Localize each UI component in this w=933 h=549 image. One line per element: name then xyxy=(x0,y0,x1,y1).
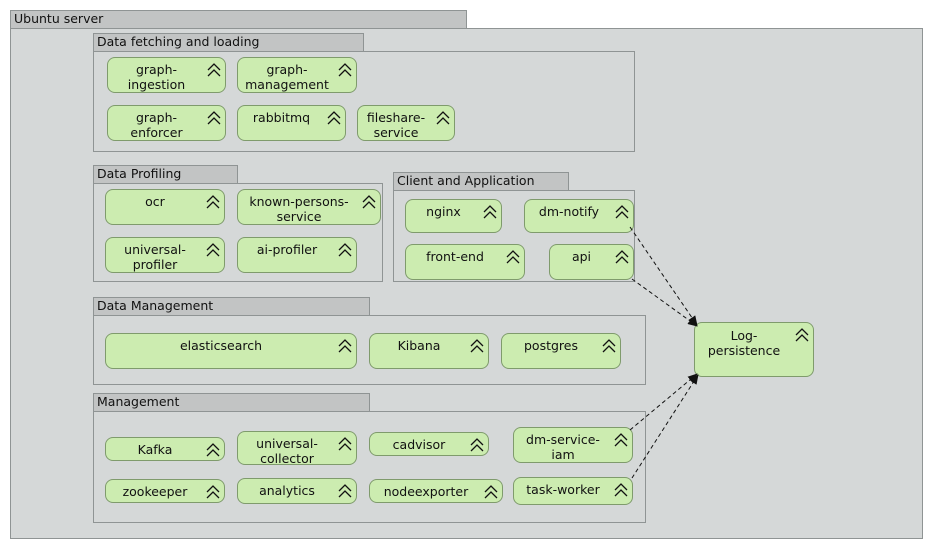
service-label: front-end xyxy=(426,249,484,264)
group-title-datamgmt: Data Management xyxy=(93,297,370,316)
service-icon xyxy=(338,339,352,353)
service-kibana[interactable]: Kibana xyxy=(369,333,489,369)
group-title-profiling: Data Profiling xyxy=(93,165,238,184)
service-icon xyxy=(470,438,484,452)
service-icon xyxy=(795,328,809,342)
group-title-management: Management xyxy=(93,393,370,412)
service-label: dm-service- iam xyxy=(526,432,600,462)
service-nginx[interactable]: nginx xyxy=(405,199,502,233)
service-label: api xyxy=(571,249,592,264)
service-label: postgres xyxy=(524,338,578,353)
service-label: dm-notify xyxy=(538,204,600,219)
service-label: universal- profiler xyxy=(124,242,186,272)
service-label: cadvisor xyxy=(392,437,446,452)
service-label: ocr xyxy=(145,194,165,209)
service-label: ai-profiler xyxy=(256,242,318,257)
service-icon xyxy=(614,483,628,497)
service-ocr[interactable]: ocr xyxy=(105,189,225,225)
service-icon xyxy=(206,243,220,257)
service-known-persons-service[interactable]: known-persons- service xyxy=(237,189,381,225)
service-graph-management[interactable]: graph- management xyxy=(237,57,357,93)
service-label: universal- collector xyxy=(256,436,318,466)
service-icon xyxy=(206,195,220,209)
group-title-fetching: Data fetching and loading xyxy=(93,33,364,52)
service-label: rabbitmq xyxy=(252,110,311,125)
service-icon xyxy=(338,243,352,257)
service-icon xyxy=(206,443,220,457)
service-postgres[interactable]: postgres xyxy=(501,333,621,369)
service-label: Kafka xyxy=(137,442,173,457)
service-fileshare-service[interactable]: fileshare- service xyxy=(357,105,455,141)
service-icon xyxy=(207,63,221,77)
service-label: task-worker xyxy=(526,482,600,497)
service-icon xyxy=(614,433,628,447)
service-icon xyxy=(483,205,497,219)
server-title: Ubuntu server xyxy=(10,10,467,29)
service-label: nginx xyxy=(426,204,461,219)
service-icon xyxy=(207,111,221,125)
service-label: elasticsearch xyxy=(179,338,263,353)
service-icon xyxy=(506,250,520,264)
service-graph-ingestion[interactable]: graph- ingestion xyxy=(107,57,226,93)
service-ai-profiler[interactable]: ai-profiler xyxy=(237,237,357,273)
service-label: fileshare- service xyxy=(366,110,426,140)
service-icon xyxy=(615,205,629,219)
service-label: graph- ingestion xyxy=(127,62,186,92)
service-graph-enforcer[interactable]: graph- enforcer xyxy=(107,105,226,141)
service-icon xyxy=(602,339,616,353)
service-front-end[interactable]: front-end xyxy=(405,244,525,280)
service-icon xyxy=(327,111,341,125)
service-log-persistence[interactable]: Log- persistence xyxy=(694,322,814,377)
service-icon xyxy=(206,485,220,499)
service-label: Kibana xyxy=(397,338,441,353)
service-label: known-persons- service xyxy=(249,194,349,224)
service-dm-service-iam[interactable]: dm-service- iam xyxy=(513,427,633,463)
service-api[interactable]: api xyxy=(549,244,634,280)
service-zookeeper[interactable]: zookeeper xyxy=(105,479,225,503)
service-elasticsearch[interactable]: elasticsearch xyxy=(105,333,357,369)
service-icon xyxy=(615,250,629,264)
service-label: graph- enforcer xyxy=(130,110,183,140)
service-cadvisor[interactable]: cadvisor xyxy=(369,432,489,456)
service-icon xyxy=(436,111,450,125)
service-label: nodeexporter xyxy=(383,484,469,499)
service-label: zookeeper xyxy=(122,484,188,499)
group-title-client: Client and Application Logic xyxy=(393,172,569,204)
service-icon xyxy=(484,485,498,499)
service-label: Log- persistence xyxy=(707,328,781,358)
service-icon xyxy=(470,339,484,353)
service-icon xyxy=(338,484,352,498)
service-nodeexporter[interactable]: nodeexporter xyxy=(369,479,503,503)
service-icon xyxy=(338,63,352,77)
service-icon xyxy=(338,437,352,451)
service-analytics[interactable]: analytics xyxy=(237,478,357,504)
service-universal-collector[interactable]: universal- collector xyxy=(237,431,357,466)
service-label: graph- management xyxy=(245,62,329,92)
service-label: analytics xyxy=(259,483,315,498)
service-kafka[interactable]: Kafka xyxy=(105,437,225,461)
service-icon xyxy=(362,195,376,209)
service-universal-profiler[interactable]: universal- profiler xyxy=(105,237,225,273)
service-rabbitmq[interactable]: rabbitmq xyxy=(237,105,346,141)
service-dm-notify[interactable]: dm-notify xyxy=(524,199,634,233)
service-task-worker[interactable]: task-worker xyxy=(513,477,633,505)
